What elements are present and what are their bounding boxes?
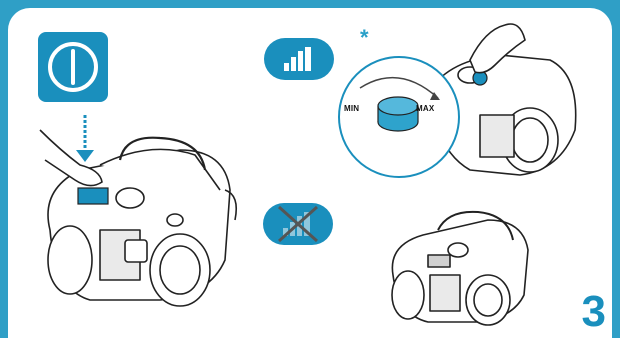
signal-bars-icon [264, 38, 334, 80]
min-label: MIN [344, 104, 359, 113]
power-icon [38, 32, 108, 102]
suction-dial-inset [338, 56, 460, 178]
vacuum-right-illustration [378, 200, 538, 330]
step-number: 3 [582, 290, 606, 334]
crossed-signal-bars-icon [263, 203, 333, 245]
vacuum-left-illustration [30, 110, 250, 310]
asterisk-note: * [360, 27, 369, 49]
max-label: MAX [416, 104, 434, 113]
